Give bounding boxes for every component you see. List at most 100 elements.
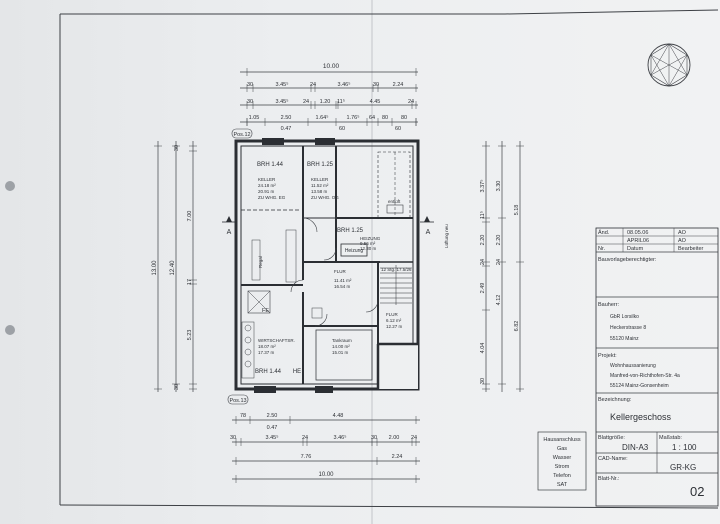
bauherr-label: Bauherr:: [598, 302, 620, 308]
svg-text:KELLER: KELLER: [258, 177, 276, 182]
svg-text:Bearbeiter: Bearbeiter: [678, 246, 704, 252]
frame-top-right: [504, 9, 719, 15]
pos13-bubble: [227, 394, 249, 405]
svg-text:24: 24: [411, 435, 417, 441]
svg-text:12.30 m: 12.30 m: [360, 246, 377, 251]
svg-text:0.47: 0.47: [281, 126, 292, 132]
svg-text:30: 30: [371, 435, 377, 441]
massstab-value: 1 : 100: [672, 443, 697, 452]
blatt-label: Blatt-Nr.:: [598, 476, 620, 482]
svg-text:24: 24: [408, 99, 414, 105]
dim-bottom-row2: 30 3.45⁵ 24 3.46⁵ 30 2.00 24: [230, 434, 417, 441]
svg-text:1.20: 1.20: [320, 99, 331, 105]
dim-right-row1: 3.37⁵ 11⁵ 2.20 24 2.49 4.04 30: [479, 180, 486, 385]
svg-text:64: 64: [369, 115, 375, 121]
svg-text:AO: AO: [678, 238, 687, 244]
svg-text:3.46⁵: 3.46⁵: [338, 81, 351, 88]
pos12-bubble: [231, 128, 253, 139]
svg-text:A: A: [227, 229, 232, 236]
svg-text:4.12: 4.12: [496, 295, 502, 306]
svg-text:3.46⁵: 3.46⁵: [334, 434, 347, 441]
entlueft-label: entlüft: [388, 199, 401, 204]
svg-text:FLUR: FLUR: [386, 312, 399, 317]
svg-text:Änd.: Änd.: [598, 229, 610, 236]
svg-text:9.56 m²: 9.56 m²: [360, 241, 376, 246]
svg-text:6.82: 6.82: [514, 321, 520, 332]
brh-heizung: BRH 1.25: [337, 228, 364, 234]
svg-text:ZU WHG. OG: ZU WHG. OG: [311, 195, 339, 200]
svg-text:AO: AO: [678, 230, 687, 236]
room-flur-1: FLUR 11.41 m² 16.54 m: [334, 269, 352, 289]
svg-text:7.76: 7.76: [301, 454, 312, 460]
svg-text:KELLER: KELLER: [311, 177, 329, 182]
dim-left-row: 7.00 17 5.23 30 30: [174, 145, 193, 390]
stairs-label: 12 Stg. 17.5/26: [381, 267, 412, 272]
brh-top-left: BRH 1.44: [257, 162, 284, 168]
svg-text:55120 Mainz: 55120 Mainz: [610, 336, 639, 342]
room-tank: Tankraum 14.00 m² 15.01 m: [332, 338, 352, 355]
svg-text:30: 30: [247, 99, 253, 105]
svg-text:55124 Mainz-Gonsenheim: 55124 Mainz-Gonsenheim: [610, 383, 669, 389]
svg-text:2.20: 2.20: [480, 235, 486, 246]
room-keller-2: KELLER 11.52 m² 13.58 m ZU WHG. OG: [311, 177, 339, 200]
dim-bottom-row1: 78 2.50 4.48 0.47: [240, 413, 343, 431]
svg-text:4.45: 4.45: [370, 99, 381, 105]
dim-top-row1: 30 3.45⁵ 24 3.46⁵ 30 2.24: [247, 81, 403, 88]
dim-top-row2: 30 3.45⁵ 24 1.20 11⁵ 4.45 24: [247, 98, 414, 105]
svg-text:Wohnhaussanierung: Wohnhaussanierung: [610, 363, 656, 369]
svg-text:80: 80: [401, 115, 407, 121]
svg-text:FLUR: FLUR: [334, 269, 347, 274]
dim-bottom-row3: 7.76 2.24: [301, 454, 403, 460]
svg-text:30: 30: [480, 378, 486, 384]
svg-text:Datum: Datum: [627, 246, 644, 252]
section-marker-left: A: [222, 216, 236, 236]
svg-text:3.45⁵: 3.45⁵: [276, 81, 289, 88]
punch-hole-top: [5, 181, 15, 191]
svg-text:0.47: 0.47: [267, 425, 278, 431]
svg-text:17: 17: [187, 279, 193, 285]
pos13-label: Pos.13: [229, 398, 246, 404]
svg-text:5.18: 5.18: [514, 205, 520, 216]
svg-text:Heckerstrasse 8: Heckerstrasse 8: [610, 325, 646, 331]
svg-text:HEIZUNG: HEIZUNG: [360, 236, 381, 241]
blatt-value: 02: [690, 484, 704, 499]
svg-text:12.27 m: 12.27 m: [386, 324, 403, 329]
section-marker-right: A: [420, 216, 434, 236]
cad-label: CAD-Name:: [598, 456, 628, 462]
svg-text:2.24: 2.24: [393, 82, 404, 88]
svg-text:Hausanschluss: Hausanschluss: [543, 437, 581, 443]
svg-text:SAT: SAT: [557, 482, 568, 488]
bauvorlage-label: Bauvorlageberechtigter:: [598, 257, 657, 263]
svg-text:24.18 m²: 24.18 m²: [258, 183, 276, 188]
svg-text:60: 60: [339, 126, 345, 132]
svg-text:16.54 m: 16.54 m: [334, 284, 351, 289]
cad-value: GR-KG: [670, 463, 696, 472]
svg-text:Wasser: Wasser: [553, 455, 572, 461]
svg-text:Manfred-von-Richthofen-Str. 4a: Manfred-von-Richthofen-Str. 4a: [610, 373, 680, 379]
blattgroesse-value: DIN-A3: [622, 443, 649, 452]
svg-text:15.01 m: 15.01 m: [332, 350, 349, 355]
fe-label: FE: [262, 308, 269, 314]
svg-text:60: 60: [395, 126, 401, 132]
left-dimensions: [154, 141, 197, 392]
svg-text:11.41 m²: 11.41 m²: [334, 278, 352, 283]
massstab-label: Maßstab:: [659, 435, 682, 441]
svg-text:08.05.06: 08.05.06: [627, 230, 648, 236]
dim-right-row3: 5.18 6.82: [514, 205, 520, 332]
svg-text:24: 24: [310, 82, 316, 88]
punch-hole-bottom: [5, 325, 15, 335]
svg-text:APRIL06: APRIL06: [627, 238, 649, 244]
room-keller-1: KELLER 24.18 m² 20.91 m ZU WHG. EG: [258, 177, 286, 200]
svg-text:3.30: 3.30: [496, 181, 502, 192]
svg-text:2.20: 2.20: [496, 235, 502, 246]
svg-text:Tankraum: Tankraum: [332, 338, 352, 343]
bottom-dimensions: [232, 416, 420, 483]
svg-text:17.37 m: 17.37 m: [258, 350, 275, 355]
svg-text:2.49: 2.49: [480, 283, 486, 294]
hausanschluss-legend: Hausanschluss Gas Wasser Strom Telefon S…: [543, 437, 581, 488]
svg-text:4.04: 4.04: [480, 343, 486, 354]
svg-text:11.52 m²: 11.52 m²: [311, 183, 329, 188]
svg-text:2.00: 2.00: [389, 435, 400, 441]
